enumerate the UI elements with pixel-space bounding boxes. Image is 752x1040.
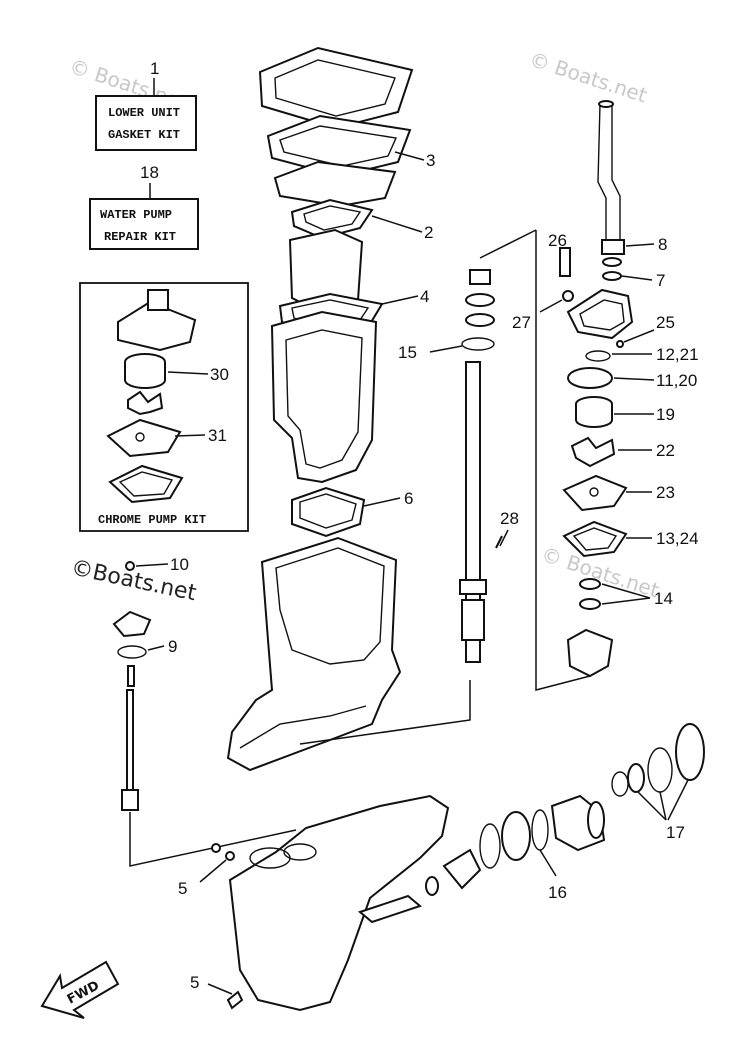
impeller-22 (570, 436, 616, 468)
ring-nut-17 (675, 723, 705, 781)
o-ring-11-20 (567, 367, 613, 389)
propeller-shaft-stub (357, 894, 423, 924)
callout-8: 8 (658, 235, 667, 254)
o-ring-16 (531, 809, 549, 851)
ring-17a (611, 771, 629, 797)
callout-23: 23 (656, 483, 675, 502)
o-ring-15 (461, 337, 495, 351)
callout-7: 7 (656, 271, 665, 290)
grommet-8 (601, 239, 625, 255)
ring-16a (479, 823, 501, 869)
washer-16a (442, 848, 482, 890)
upper-casing-body (226, 536, 402, 772)
oil-seal-14b (579, 598, 601, 610)
chrome-kit-label: CHROME PUMP KIT (98, 513, 206, 527)
o-ring-9 (117, 645, 147, 659)
upper-gasket (266, 114, 412, 178)
callout-22: 22 (656, 441, 675, 460)
outer-plate-23 (562, 474, 628, 512)
gasket-kit-line2: GASKET KIT (108, 128, 180, 142)
propeller-shaft-housing: 16 17 (425, 723, 705, 902)
gasket-kit-box (95, 95, 197, 151)
gasket-kit-callout: 1 LOWER UNIT GASKET KIT (95, 59, 197, 151)
repair-kit-box (89, 198, 199, 250)
callout-18: 18 (140, 163, 159, 182)
gasket-kit-line1: LOWER UNIT (108, 106, 180, 120)
callout-1: 1 (150, 59, 159, 78)
callout-16: 16 (548, 883, 567, 902)
fwd-arrow: FWD (40, 960, 120, 1019)
callout-6: 6 (404, 489, 413, 508)
callout-13-24: 13,24 (656, 529, 699, 548)
chrome-impeller (127, 390, 164, 416)
chrome-gasket (108, 464, 184, 504)
gasket-2 (290, 198, 374, 240)
callout-30: 30 (210, 365, 229, 384)
callout-17: 17 (666, 823, 685, 842)
water-tube (597, 103, 621, 241)
callout-19: 19 (656, 405, 675, 424)
bearing-top (469, 269, 491, 285)
callout-25: 25 (656, 313, 675, 332)
o-ring-12-21 (585, 350, 611, 362)
callout-15: 15 (398, 343, 417, 362)
callout-3: 3 (426, 151, 435, 170)
callout-10: 10 (170, 555, 189, 574)
upper-gasket-stack: 3 2 4 (258, 46, 435, 338)
callout-2: 2 (424, 223, 433, 242)
pump-housing (566, 288, 634, 340)
water-pump-assembly: 8 7 26 27 25 12,21 11,20 19 22 23 (512, 100, 699, 691)
bearing-16 (501, 811, 531, 861)
callout-14: 14 (654, 589, 673, 608)
callout-28: 28 (500, 509, 519, 528)
repair-kit-line1: WATER PUMP (100, 208, 172, 222)
callout-31: 31 (208, 426, 227, 445)
bolt-26 (559, 247, 571, 277)
watermark-top-right: © Boats.net (526, 47, 650, 108)
upper-casing (226, 536, 402, 772)
seal-7 (602, 271, 622, 281)
gasket-13-24 (562, 520, 628, 558)
chrome-pump-kit: 30 31 CHROME PUMP KIT (79, 282, 249, 532)
drive-shaft-assembly: 15 28 (299, 229, 537, 745)
seal-17a (627, 763, 645, 793)
repair-kit-callout: 18 WATER PUMP REPAIR KIT (89, 163, 199, 250)
drain-bolt (226, 990, 244, 1010)
oil-seal-14a (579, 578, 601, 590)
o-ring-17 (647, 747, 673, 793)
bolts: 5 5 (178, 843, 244, 1010)
lower-casing (228, 794, 450, 1012)
callout-5-upper: 5 (178, 879, 187, 898)
callout-26: 26 (548, 231, 567, 250)
muffler: 6 (270, 310, 413, 538)
dowel-27 (562, 290, 574, 302)
fwd-arrow-icon (40, 960, 120, 1019)
callout-12-21: 12,21 (656, 345, 699, 364)
chrome-kit-frame (79, 282, 249, 532)
seal-housing (566, 628, 614, 678)
callout-4: 4 (420, 287, 429, 306)
upper-plate-3 (273, 160, 397, 208)
shift-rod-guide (112, 610, 152, 638)
repair-kit-line2: REPAIR KIT (104, 230, 176, 244)
oil-seal-a (465, 293, 495, 307)
callout-11-20: 11,20 (656, 371, 697, 390)
callout-27: 27 (512, 313, 531, 332)
callout-9: 9 (168, 637, 177, 656)
oil-seal-b (465, 313, 495, 327)
muffler-body (270, 310, 378, 484)
callout-5-lower: 5 (190, 973, 199, 992)
